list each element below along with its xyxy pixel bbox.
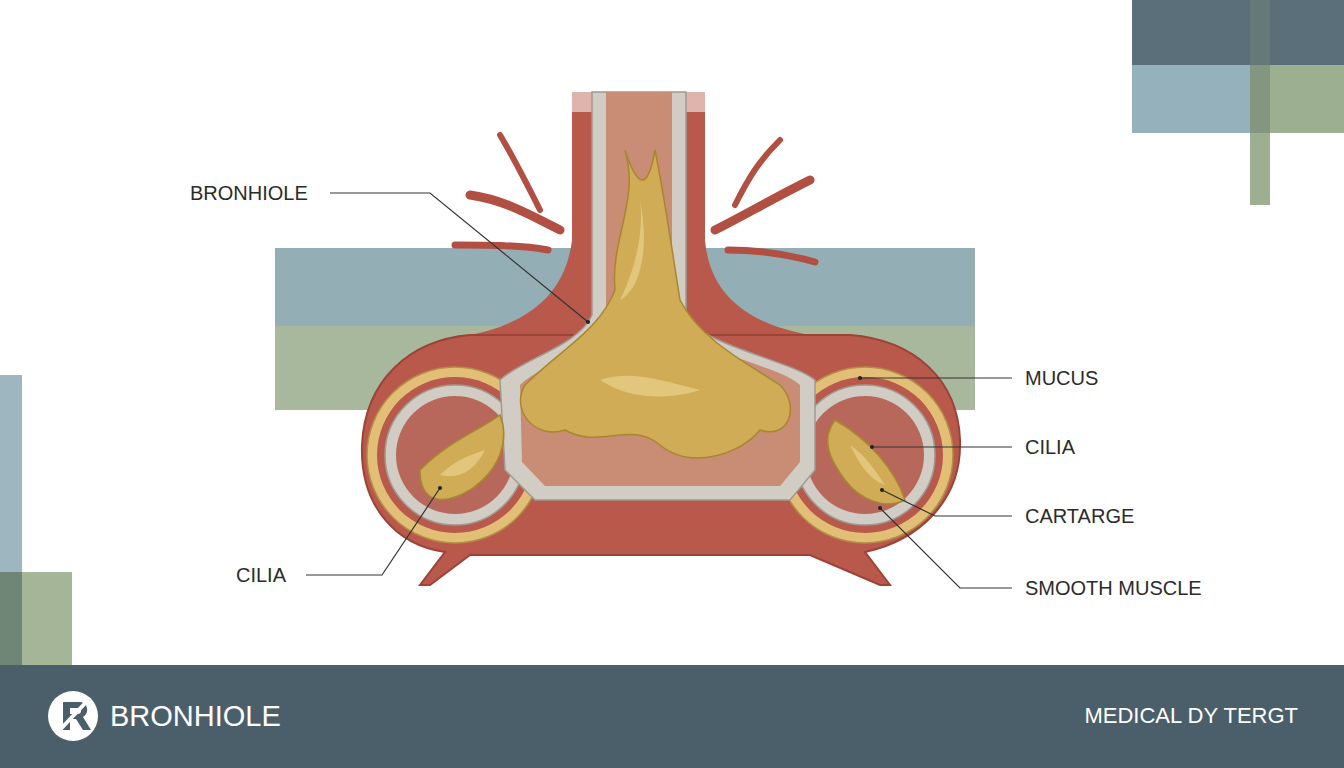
deco-block	[1250, 133, 1270, 205]
part-label: MUCUS	[1025, 366, 1098, 390]
leader-lines	[306, 193, 1012, 588]
part-label: SMOOTH MUSCLE	[1025, 576, 1202, 600]
leader-dots	[438, 320, 884, 510]
deco-block	[1132, 0, 1344, 65]
footer-title: BRONHIOLE	[110, 699, 281, 734]
airway-lumen-wall	[500, 92, 815, 500]
part-label: BRONHIOLE	[190, 181, 308, 205]
footer-bar	[0, 665, 1344, 768]
mucus	[420, 150, 905, 504]
deco-block	[0, 375, 22, 665]
deco-block	[0, 572, 22, 665]
deco-block	[1250, 0, 1270, 205]
mucus-highlight	[440, 200, 885, 485]
deco-block	[0, 572, 72, 665]
part-label: CILIA	[1025, 435, 1075, 459]
logo-icon	[48, 691, 98, 741]
part-label: CILIA	[236, 563, 286, 587]
part-label: CARTARGE	[1025, 504, 1134, 528]
airway-lumen	[520, 92, 800, 486]
footer-brand: MEDICAL DY TERGT	[1084, 703, 1298, 729]
deco-block	[1132, 65, 1250, 133]
